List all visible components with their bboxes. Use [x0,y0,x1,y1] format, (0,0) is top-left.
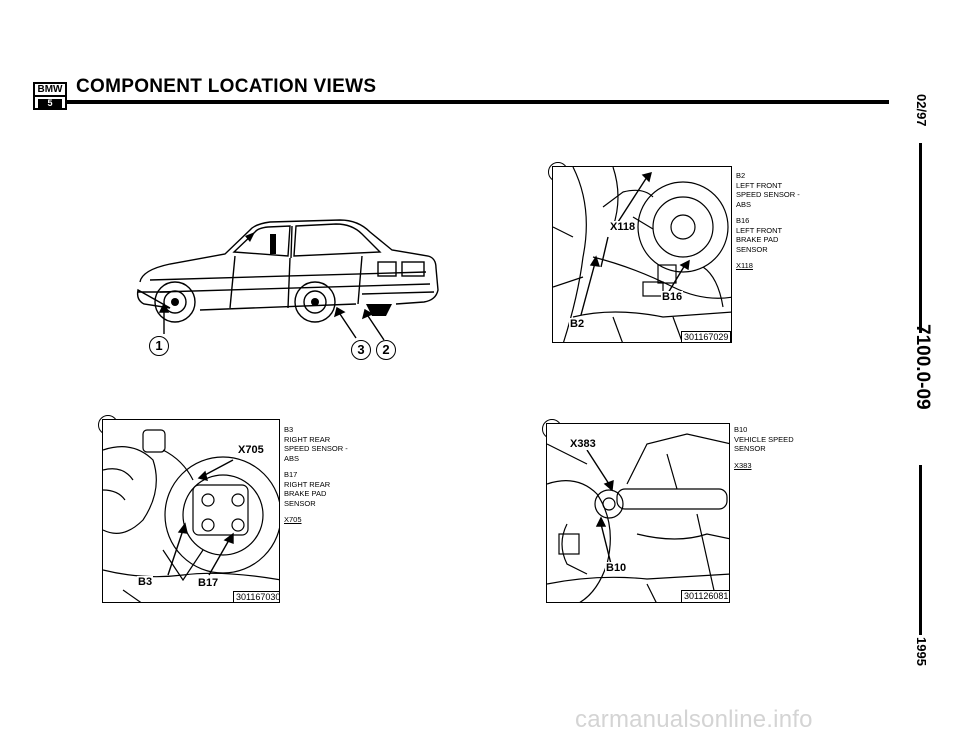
panel-3-desc-b10-line-2: SENSOR [734,444,766,453]
logo-brand-text: BMW [35,84,65,97]
panel-3-description: B10 VEHICLE SPEED SENSOR X383 [734,425,794,470]
car-callout-1: 1 [149,336,169,356]
car-overview-illustration: 1 3 2 [130,212,450,372]
panel-1-desc-b2-line-1: LEFT FRONT [736,180,783,190]
panel-3-figure-code: 301126081 [681,590,729,602]
panel-1-desc-b16-line-3: SENSOR [736,244,768,254]
panel-2-desc-b17-line-3: SENSOR [284,498,316,508]
panel-2-desc-b3-line-1: RIGHT REAR [284,434,331,444]
margin-rule-top [919,143,922,333]
margin-date: 02/97 [914,94,929,127]
panel-2-diagram: X705 B3 B17 301167030 [102,419,280,603]
panel-3-callout-x383: X383 [569,438,597,450]
car-drawing [136,219,439,341]
panel-1-description: B2 LEFT FRONT SPEED SENSOR - ABS B16 LEF… [736,171,800,271]
watermark: carmanualsonline.info [575,706,813,733]
panel-2-description: B3 RIGHT REAR SPEED SENSOR - ABS B17 RIG… [284,425,348,525]
panel-1-desc-b2-line-3: ABS [736,199,752,209]
car-callout-2: 2 [376,340,396,360]
panel-1-desc-code-b2: B2 [736,171,746,180]
panel-2-desc-b17-line-2: BRAKE PAD [284,489,327,498]
panel-1-callout-b16: B16 [661,291,684,303]
panel-1-desc-code-b16: B16 [736,216,750,225]
panel-1-callout-b2: B2 [569,318,586,330]
page-title: COMPONENT LOCATION VIEWS [76,76,377,97]
panel-1-diagram: X118 B16 B2 301167029 [552,166,732,343]
panel-3-desc-code-b10: B10 [734,425,748,434]
panel-3-callout-b10: B10 [605,562,628,574]
panel-2-callout-b17: B17 [197,577,220,589]
panel-1-desc-code-x118: X118 [736,261,753,270]
panel-1-callout-x118: X118 [609,221,637,233]
margin-doc-number: 7100.0-09 [912,324,933,410]
margin-year: 1995 [914,637,929,666]
panel-1-drawing [553,167,731,342]
panel-3-diagram: X383 B10 301126081 [546,423,730,603]
panel-1-desc-b16-line-2: BRAKE PAD [736,235,779,244]
panel-2-desc-b3-line-2: SPEED SENSOR - [284,444,348,453]
panel-2-desc-code-b3: B3 [284,425,294,434]
panel-2-desc-b17-line-1: RIGHT REAR [284,479,331,489]
car-callout-3: 3 [351,340,371,360]
panel-2-figure-code: 301167030 [233,591,279,602]
panel-1-desc-b2-line-2: SPEED SENSOR - [736,190,800,199]
panel-2-callout-x705: X705 [237,444,265,456]
panel-2-desc-code-b17: B17 [284,470,298,479]
panel-1-desc-b16-line-1: LEFT FRONT [736,225,783,235]
panel-1-figure-code: 301167029 [681,331,731,342]
margin-rule-bottom [919,465,922,635]
panel-2-desc-code-x705: X705 [284,515,302,524]
panel-3-desc-b10-line-1: VEHICLE SPEED [734,434,794,444]
panel-2-callout-b3: B3 [137,576,154,588]
panel-2-desc-b3-line-3: ABS [284,453,300,463]
panel-3-drawing [547,433,729,602]
bmw-logo: BMW 5 [33,82,67,110]
logo-series-text: 5 [38,99,62,108]
panel-3-desc-code-x383: X383 [734,460,752,470]
panel-2-drawing [103,429,279,602]
header-rule [66,100,889,104]
